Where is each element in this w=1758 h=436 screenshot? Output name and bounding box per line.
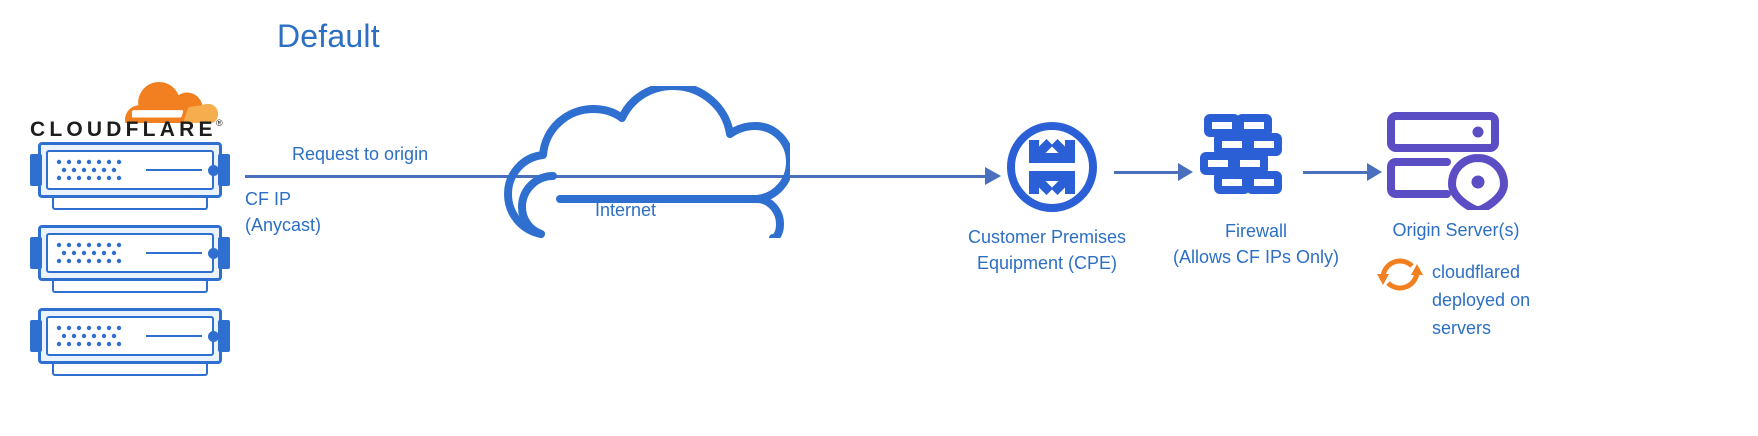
server-led-icon [208, 248, 219, 259]
server-rack-ear-left [30, 237, 42, 269]
internet-cloud-icon [504, 86, 790, 238]
converging-arrows-circle-icon [1007, 122, 1097, 212]
edge-server-1 [30, 142, 230, 212]
arrow-firewall-to-origin [1303, 171, 1371, 174]
server-base [52, 198, 208, 210]
request-flow-arrowhead-icon [985, 167, 1001, 185]
arrow-firewall-to-origin-head-icon [1367, 163, 1382, 181]
server-vent-dots-icon [56, 159, 122, 181]
registered-trademark-mark: ® [216, 118, 223, 128]
server-vent-dots-icon [56, 325, 122, 347]
request-flow-line [245, 175, 990, 178]
label-cloudflared-deployment: cloudflared deployed on servers [1432, 258, 1622, 342]
brick-wall-icon [1200, 114, 1282, 194]
label-firewall: Firewall (Allows CF IPs Only) [1158, 218, 1354, 270]
edge-server-3 [30, 308, 230, 378]
server-led-icon [208, 331, 219, 342]
label-request-to-origin: Request to origin [292, 144, 429, 164]
server-base [52, 364, 208, 376]
label-firewall-line1: Firewall [1224, 221, 1287, 241]
label-customer-premises-equipment: Customer Premises Equipment (CPE) [949, 224, 1145, 276]
circular-sync-arrows-icon [1377, 258, 1423, 291]
label-cpe-line1: Customer Premises [967, 227, 1127, 247]
label-cf-ip-line1: CF IP [245, 189, 292, 209]
server-status-line [146, 335, 202, 337]
cloudflare-wordmark: CLOUDFLARE [30, 118, 217, 141]
label-cpe-line2: Equipment (CPE) [976, 253, 1118, 273]
arrow-cpe-to-firewall-head-icon [1178, 163, 1193, 181]
server-base [52, 281, 208, 293]
server-status-line [146, 169, 202, 171]
server-rack-ear-left [30, 154, 42, 186]
label-internet: Internet [595, 200, 657, 220]
arrow-cpe-to-firewall [1114, 171, 1182, 174]
server-rack-ear-right [218, 320, 230, 352]
label-cloudflared-line2: deployed on [1432, 290, 1531, 310]
server-status-line [146, 252, 202, 254]
edge-server-2 [30, 225, 230, 295]
cloudflare-logo: CLOUDFLARE ® [30, 82, 230, 150]
label-cf-ip-anycast: CF IP (Anycast) [245, 186, 321, 238]
server-rack-ear-left [30, 320, 42, 352]
cloudflare-cloud-icon [125, 82, 218, 123]
label-cloudflared-line1: cloudflared [1432, 262, 1521, 282]
server-vent-dots-icon [56, 242, 122, 264]
page-title: Default [277, 18, 380, 54]
label-firewall-line2: (Allows CF IPs Only) [1172, 247, 1340, 267]
label-cf-ip-line2: (Anycast) [245, 215, 322, 235]
label-cloudflared-line3: servers [1432, 318, 1492, 338]
server-led-icon [208, 165, 219, 176]
server-rack-location-pin-icon [1387, 112, 1508, 210]
server-rack-ear-right [218, 154, 230, 186]
label-origin-servers: Origin Server(s) [1392, 220, 1520, 240]
server-rack-ear-right [218, 237, 230, 269]
